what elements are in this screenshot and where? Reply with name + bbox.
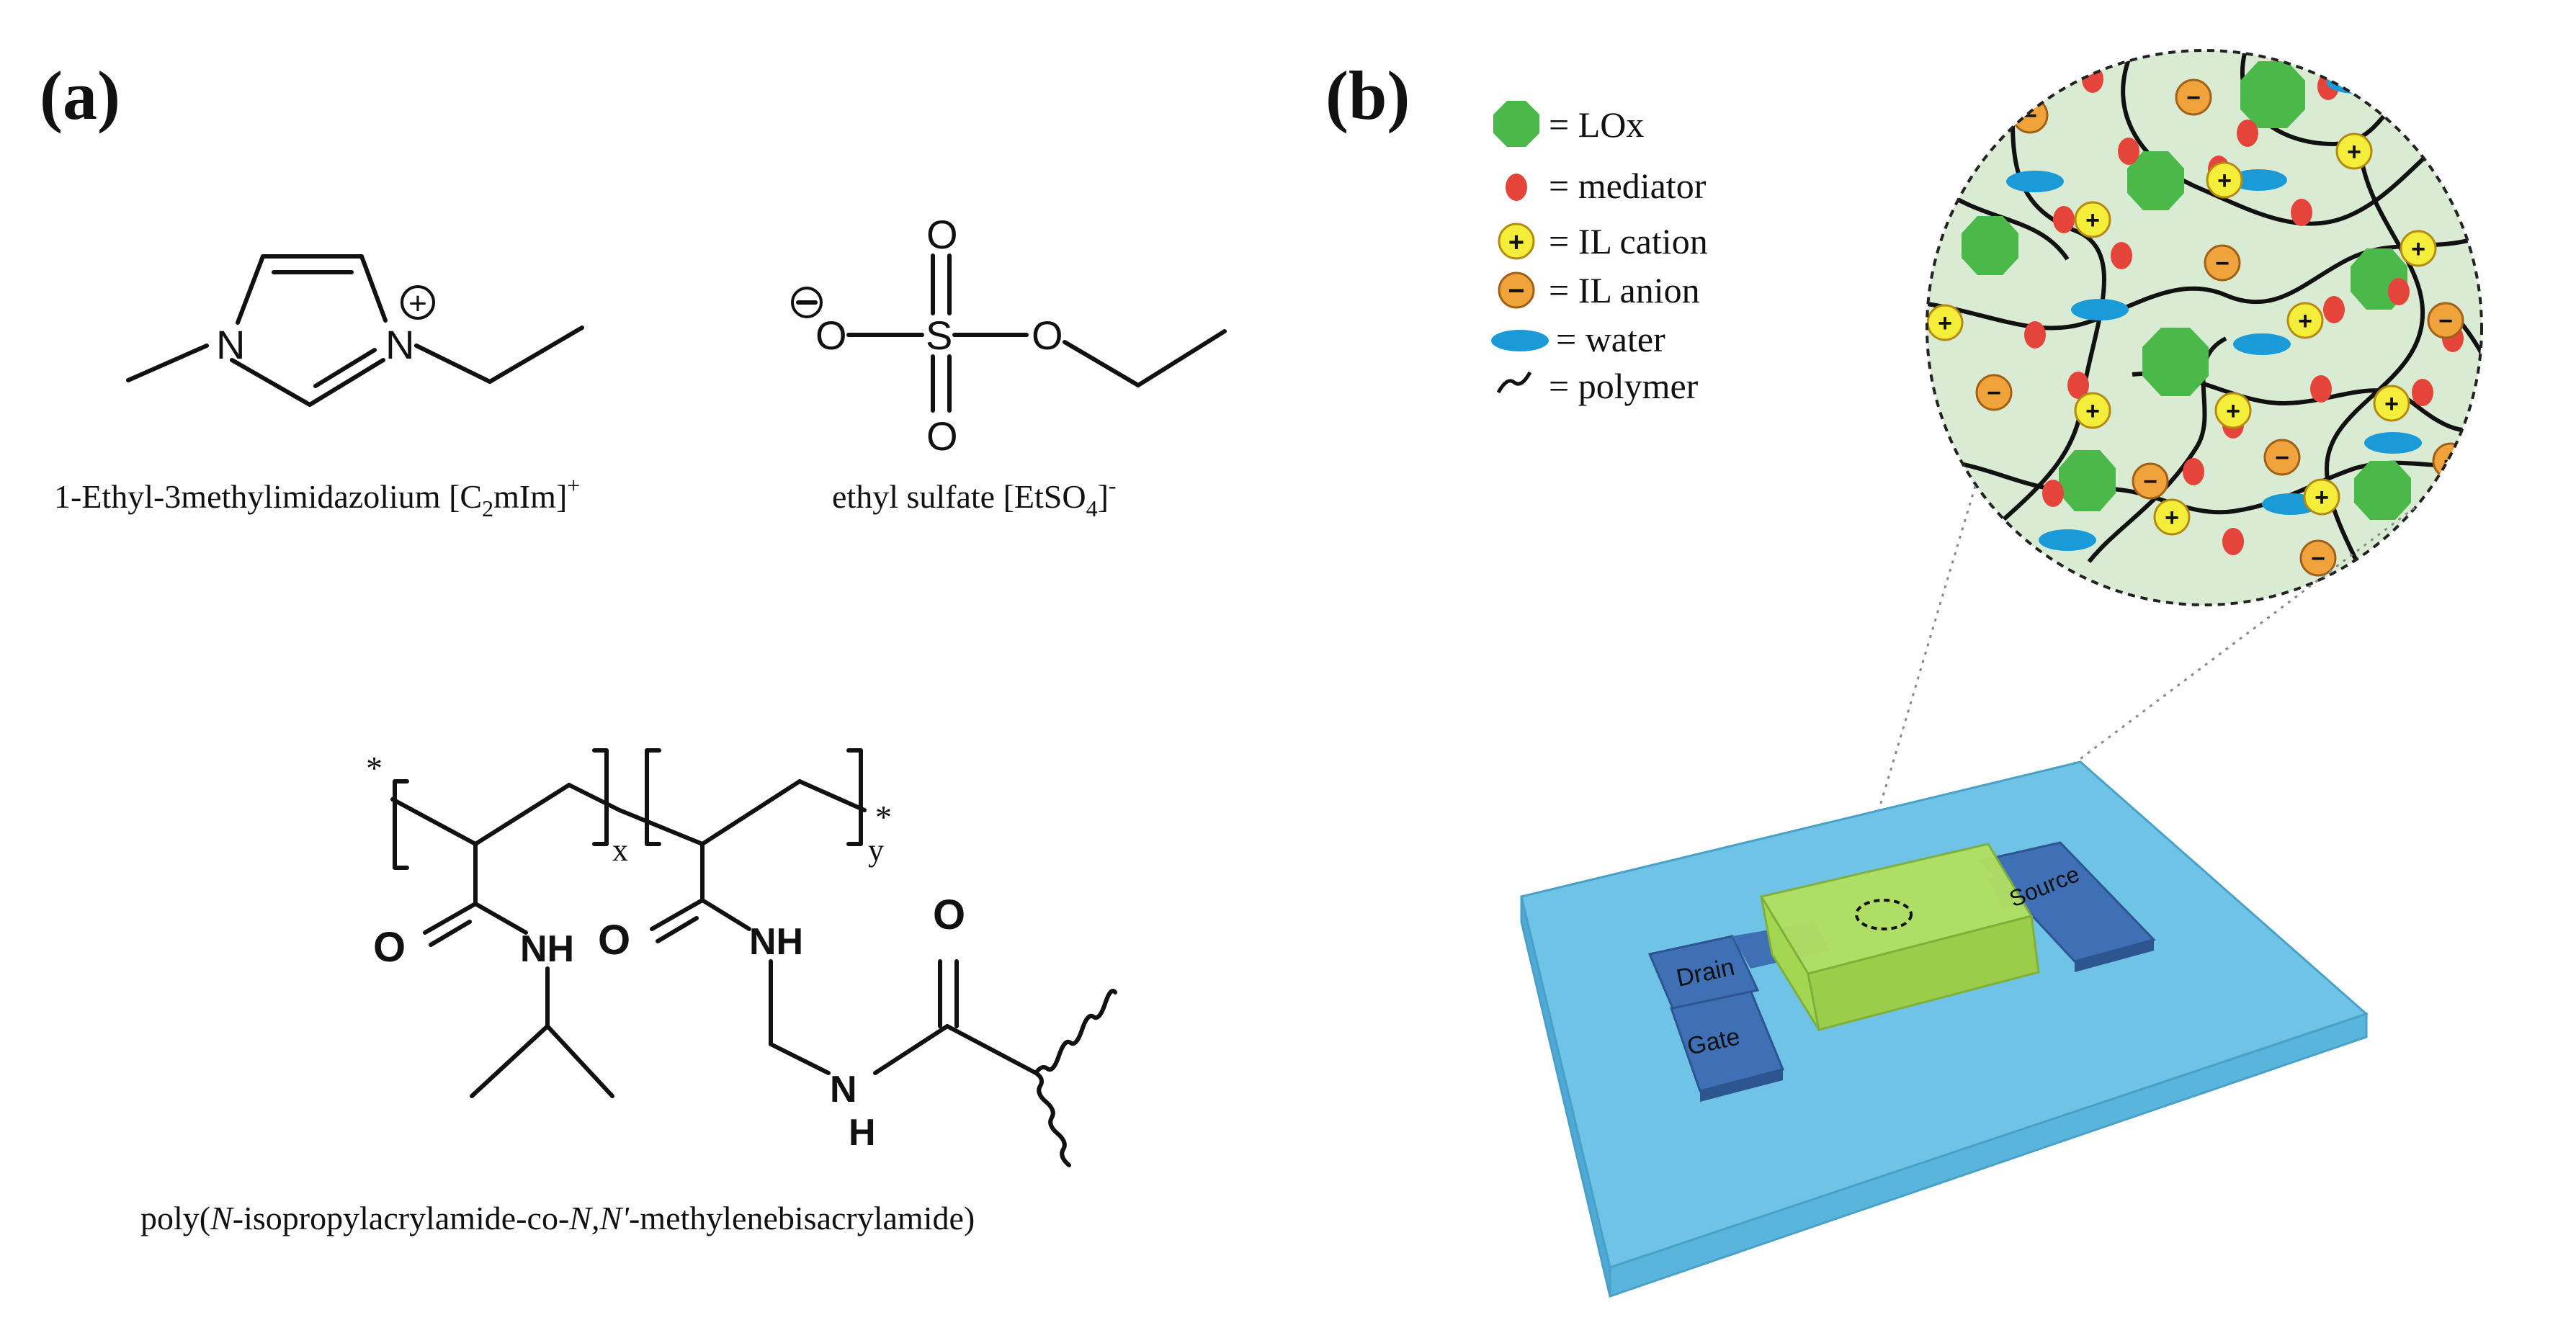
anion-atom-o-left: O: [815, 313, 847, 358]
panel-a-label: (a): [40, 57, 120, 134]
polymer-subscript-x: x: [612, 832, 628, 868]
cation-atom-n3: N: [385, 322, 414, 367]
anion-name: ethyl sulfate [EtSO4]-: [832, 472, 1117, 521]
polymer-o2: O: [598, 917, 630, 964]
polymer-nh1: NH: [520, 928, 574, 970]
negative-charge-icon: [791, 287, 823, 318]
substrate-top: [1520, 760, 2369, 1269]
cation-charge: +: [408, 286, 427, 321]
svg-text:+: +: [2411, 235, 2425, 263]
cation-atom-n1: N: [216, 322, 245, 367]
polymer-n3: N: [830, 1069, 857, 1110]
svg-text:+: +: [2165, 504, 2179, 531]
svg-text:−: −: [2023, 102, 2037, 130]
drain-electrode: [1647, 935, 1760, 1010]
wavy-bond-upper: [1034, 989, 1117, 1075]
squiggle-icon: [1496, 371, 1532, 394]
svg-text:−: −: [2478, 221, 2492, 248]
polymer-name: poly(N-isopropylacrylamide-co-N,N'-methy…: [140, 1200, 975, 1236]
zoom-outline: [1926, 49, 2483, 606]
polymer-end-star-right: *: [875, 799, 892, 835]
ellipse-icon: [1491, 330, 1549, 351]
svg-text:+: +: [1938, 310, 1952, 337]
dot-icon: [1506, 174, 1527, 201]
svg-text:+: +: [2315, 484, 2329, 511]
polymer-structure: * x y * O NH O NH: [366, 748, 1117, 1167]
legend-minus-symbol: −: [1508, 275, 1524, 307]
zoom-view: + + + + + + + + + + + + − − − − − − − − − −: [1926, 49, 2492, 606]
svg-text:+: +: [2347, 138, 2361, 166]
svg-text:+: +: [2431, 502, 2446, 529]
legend: = LOx = mediator + = IL cation − = IL an…: [1491, 101, 1708, 406]
svg-text:+: +: [2298, 307, 2312, 335]
positive-charge-icon: [401, 285, 435, 320]
zoom-background: [1927, 50, 2482, 605]
polymer-end-star-left: *: [366, 750, 383, 786]
polymer-o1: O: [373, 924, 406, 971]
substrate-right: [1609, 1012, 2368, 1298]
anion-atom-o-right: O: [1032, 313, 1063, 358]
plus-circle-icon: [1498, 223, 1535, 260]
svg-text:+: +: [2384, 390, 2399, 418]
svg-text:−: −: [2215, 250, 2230, 277]
svg-text:+: +: [2226, 398, 2240, 425]
svg-text:+: +: [2085, 207, 2100, 234]
legend-label-polymer: = polymer: [1549, 366, 1699, 406]
svg-text:−: −: [1987, 380, 2001, 407]
anion-atom-o-bottom: O: [926, 413, 958, 459]
anion-atom-s: S: [926, 313, 952, 358]
minus-circle-icon: [1498, 271, 1535, 309]
svg-text:−: −: [2143, 468, 2157, 495]
polymer-subscript-y: y: [868, 832, 884, 868]
svg-text:+: +: [2085, 398, 2100, 425]
gel-zoom-marker: [1855, 899, 1913, 930]
polymer-nh2: NH: [749, 921, 803, 963]
legend-label-il-cation: = IL cation: [1549, 221, 1708, 261]
svg-text:−: −: [2186, 84, 2201, 112]
polymer-o3: O: [933, 892, 965, 938]
cation-structure: N N +: [126, 254, 584, 407]
legend-label-il-anion: = IL anion: [1549, 270, 1700, 310]
svg-text:−: −: [2311, 545, 2325, 573]
legend-label-water: = water: [1556, 319, 1665, 359]
svg-text:+: +: [2217, 167, 2232, 194]
gel-right: [1807, 915, 2040, 1031]
legend-label-lox: = LOx: [1549, 104, 1644, 145]
anion-atom-o-top: O: [926, 212, 958, 257]
anion-structure: O S O O O: [791, 212, 1227, 459]
octagon-icon: [1493, 101, 1539, 147]
svg-text:−: −: [2438, 307, 2453, 335]
legend-label-mediator: = mediator: [1549, 166, 1707, 206]
panel-b-label: (b): [1325, 57, 1410, 134]
polymer-h3: H: [849, 1112, 876, 1154]
svg-text:−: −: [2443, 448, 2458, 475]
legend-plus-symbol: +: [1508, 228, 1524, 258]
svg-text:−: −: [2275, 444, 2289, 472]
wavy-bond-lower: [1034, 1071, 1071, 1167]
device: Drain Gate Source: [1520, 760, 2369, 1298]
cation-name: 1-Ethyl-3methylimidazolium [C2mIm]+: [54, 472, 580, 521]
